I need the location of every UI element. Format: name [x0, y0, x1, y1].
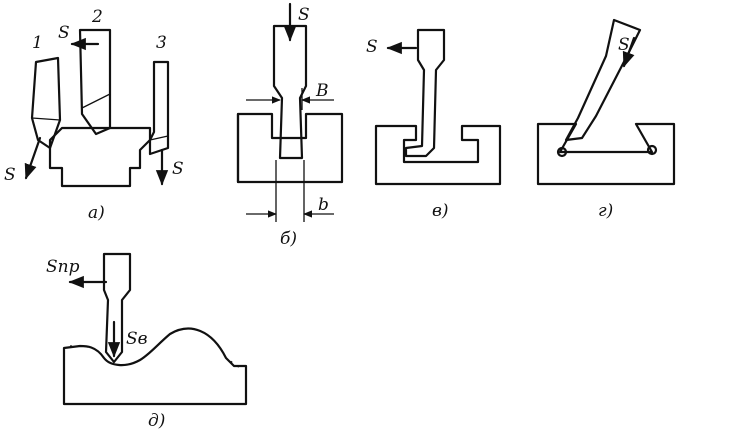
panel-d-feed-vert: Sв [126, 329, 148, 349]
panel-a-workpiece [48, 126, 152, 188]
panel-d-feed-long: Sпр [46, 257, 80, 277]
panel-b-caption: б) [280, 229, 297, 249]
panel-b-dim-lower: b [318, 195, 329, 215]
panel-b-dim-upper: B [315, 81, 329, 101]
panel-a-feed-left: S [4, 165, 16, 185]
panel-a: 1 2 3 S S S а) [4, 7, 184, 223]
tool-1-label: 1 [32, 33, 43, 53]
tool-3-label: 3 [156, 33, 167, 53]
panel-d-workpiece [62, 327, 248, 406]
panel-d: Sпр Sв д) [46, 252, 248, 431]
panel-b: S B b б) [236, 2, 344, 249]
panel-d-caption: д) [148, 411, 165, 431]
tool-3 [148, 60, 170, 186]
panel-a-feed-top: S [58, 23, 70, 43]
tool-2-label: 2 [91, 7, 103, 27]
panel-a-feed-right: S [172, 159, 184, 179]
panel-g: S г) [536, 18, 676, 221]
panel-b-workpiece [236, 112, 344, 184]
panel-d-cutter [68, 252, 132, 364]
panel-g-caption: г) [598, 201, 613, 221]
panel-v-workpiece [374, 124, 502, 186]
panel-d-profile-dots [69, 328, 241, 369]
panel-g-feed: S [618, 35, 630, 55]
tool-1 [24, 56, 62, 180]
panel-v-cutter [386, 28, 446, 158]
tool-2 [70, 28, 112, 136]
panel-v: S в) [366, 28, 502, 221]
panel-v-feed: S [366, 37, 378, 57]
panel-g-cutter [564, 18, 642, 142]
panel-v-caption: в) [432, 201, 449, 221]
panel-a-caption: а) [88, 203, 105, 223]
panel-b-feed: S [298, 5, 310, 25]
panel-b-cutter [272, 2, 308, 160]
